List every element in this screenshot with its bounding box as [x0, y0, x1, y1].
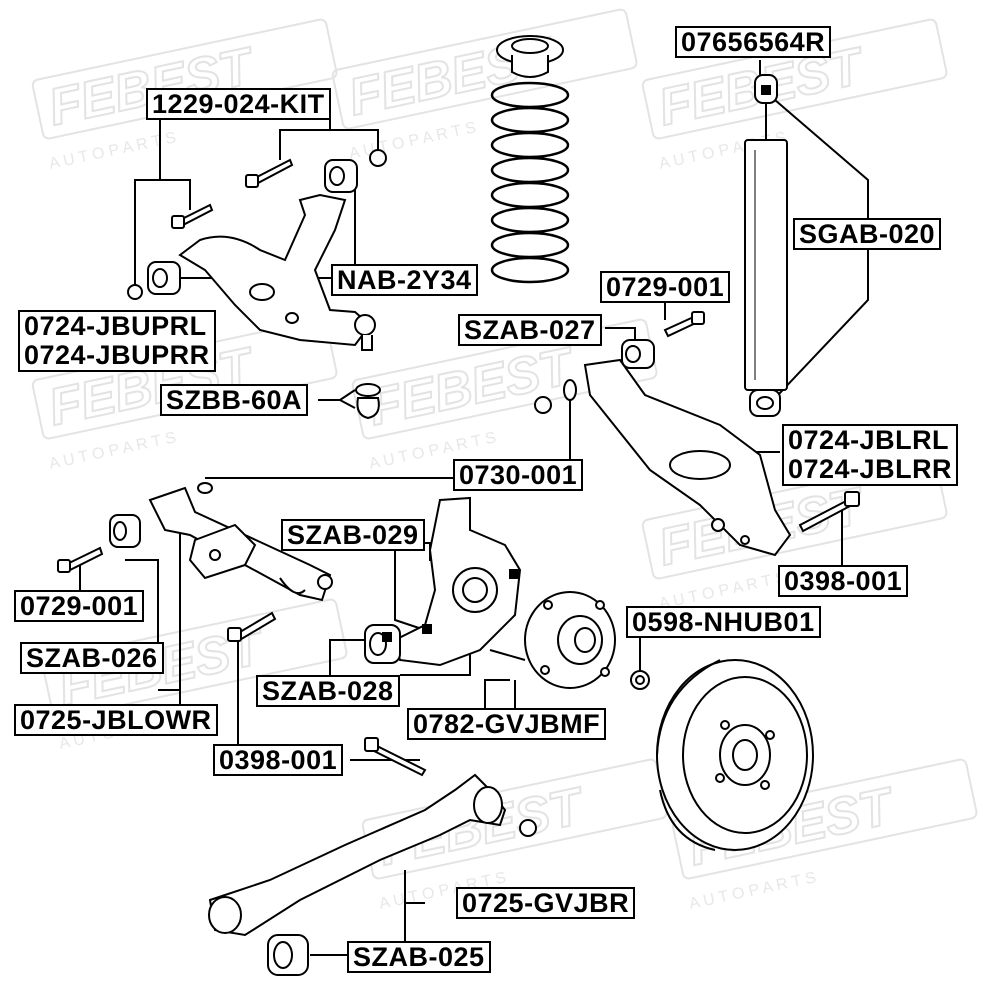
part-label-szab-028[interactable]: SZAB-028 [256, 675, 400, 707]
part-label-07656564r[interactable]: 07656564R [675, 26, 832, 58]
part-drawings [57, 35, 860, 976]
bolt [663, 311, 705, 338]
part-label-0724-jbuprl-jbuprr[interactable]: 0724-JBUPRL 0724-JBUPRR [18, 310, 216, 372]
part-label-0725-jblowr[interactable]: 0725-JBLOWR [14, 704, 218, 736]
ball-joint-boot [355, 383, 381, 420]
trailing-arm-bushing [267, 934, 309, 976]
link-bushing [109, 514, 141, 548]
part-label-szab-027[interactable]: SZAB-027 [458, 314, 602, 346]
brake-drum [656, 659, 814, 851]
upper-arm-bushing-2 [324, 159, 358, 193]
part-label-0729-001[interactable]: 0729-001 [14, 590, 145, 622]
bolt [364, 737, 427, 777]
upper-control-arm [178, 193, 376, 351]
watermark-brand: FEBEST [364, 337, 581, 437]
part-label-sgab-020[interactable]: SGAB-020 [793, 218, 942, 250]
part-label-0782-gvjbmf[interactable]: 0782-GVJBMF [407, 708, 607, 740]
bolt [245, 158, 294, 188]
trailing-arm [208, 773, 507, 937]
bolt [227, 611, 277, 643]
part-label-nab-2y34[interactable]: NAB-2Y34 [331, 264, 478, 296]
watermark-sub: A U T O P A R T S [348, 119, 478, 163]
part-label-0598-nhub01[interactable]: 0598-NHUB01 [626, 606, 821, 638]
coil-spring [490, 81, 570, 284]
washer [197, 482, 213, 494]
shock-absorber [744, 74, 788, 417]
nut [519, 819, 537, 837]
washer [534, 379, 577, 414]
part-label-0725-gvjbr[interactable]: 0725-GVJBR [456, 887, 636, 919]
upper-arm-bushing [147, 261, 181, 295]
part-label-line: 0724-JBLRR [788, 454, 953, 484]
watermark-sub: A U T O P A R T S [688, 869, 818, 913]
part-label-szab-029[interactable]: SZAB-029 [281, 519, 425, 551]
watermark-sub: A U T O P A R T S [48, 129, 178, 173]
bolt [798, 491, 860, 533]
steering-knuckle [393, 496, 522, 667]
part-label-0398-001[interactable]: 0398-001 [213, 744, 344, 776]
part-label-szab-025[interactable]: SZAB-025 [347, 941, 491, 973]
wheel-hub [489, 591, 616, 689]
bolt [57, 546, 104, 573]
spring-seat [496, 35, 564, 78]
part-label-0729-001[interactable]: 0729-001 [600, 271, 731, 303]
nut [127, 149, 387, 300]
part-label-1229-024-kit[interactable]: 1229-024-KIT [146, 88, 331, 120]
bolt [171, 203, 214, 229]
part-label-szab-026[interactable]: SZAB-026 [20, 642, 164, 674]
knuckle-bushing [364, 624, 401, 664]
part-label-0730-001[interactable]: 0730-001 [453, 459, 584, 491]
part-label-line: 0724-JBLRL [788, 425, 950, 455]
lower-rear-arm [583, 358, 792, 557]
lower-arm-bushing [621, 339, 655, 369]
hub-nut [630, 670, 650, 690]
lateral-link [148, 486, 333, 602]
part-label-0724-jblrl-jblrr[interactable]: 0724-JBLRL 0724-JBLRR [782, 424, 959, 486]
part-label-line: 0724-JBUPRR [24, 340, 210, 370]
part-label-0398-001[interactable]: 0398-001 [778, 565, 909, 597]
part-label-szbb-60a[interactable]: SZBB-60A [160, 384, 309, 416]
watermark-sub: A U T O P A R T S [48, 429, 178, 473]
part-label-line: 0724-JBUPRL [24, 311, 207, 341]
watermark-brand: FEBEST [44, 37, 261, 137]
